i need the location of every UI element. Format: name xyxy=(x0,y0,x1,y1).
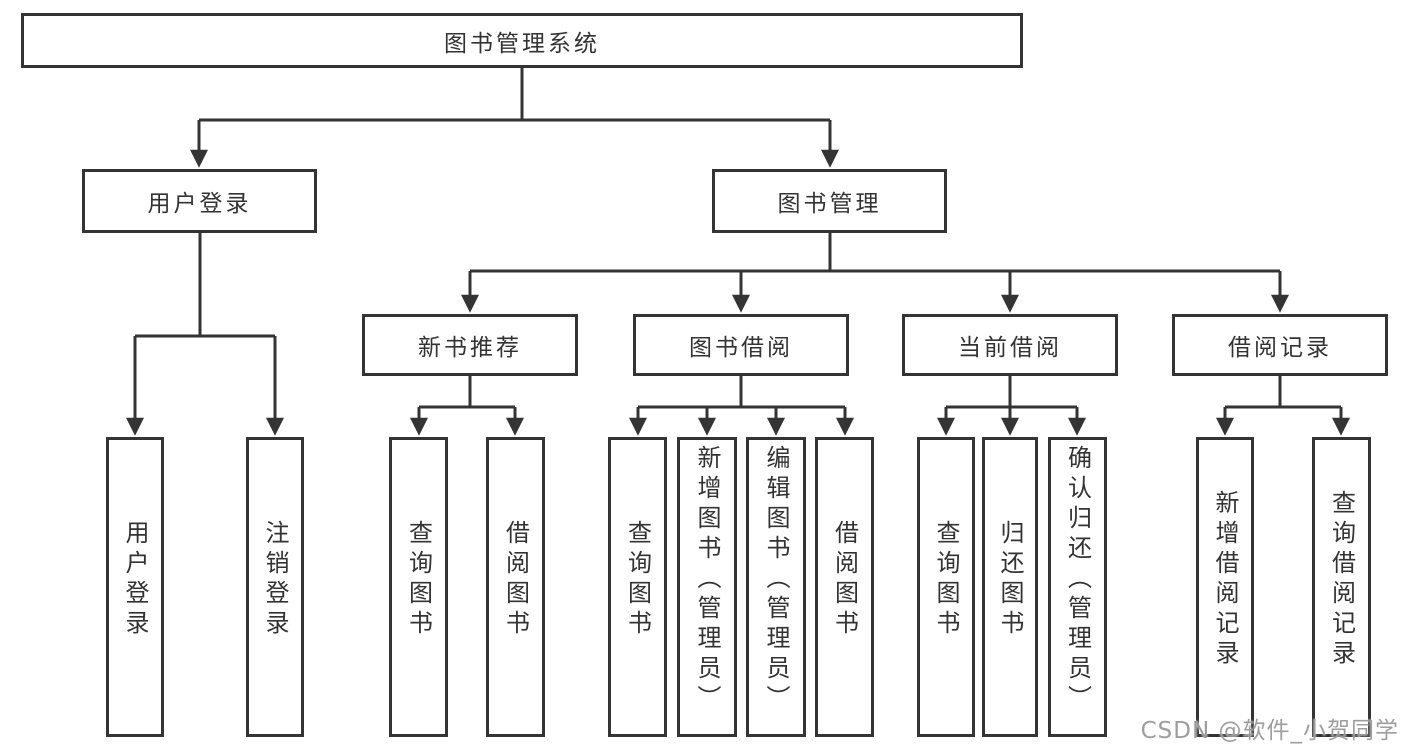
leaf-br-query-record-label: 查询借阅记录 xyxy=(1327,490,1356,670)
node-current-borrowing: 当前借阅 xyxy=(902,314,1118,376)
leaf-bb-borrow-books-label: 借阅图书 xyxy=(830,520,859,640)
node-root-system: 图书管理系统 xyxy=(21,13,1023,68)
leaf-nb-query-books: 查询图书 xyxy=(389,437,448,737)
leaf-cb-return-books-label: 归还图书 xyxy=(996,520,1024,640)
connector-new-book-trunk xyxy=(419,376,515,409)
leaf-user-login: 用户登录 xyxy=(106,437,164,737)
node-user-login: 用户登录 xyxy=(82,169,317,233)
leaf-cb-confirm-return-admin: 确认归还（管理员） xyxy=(1048,437,1107,737)
leaf-user-login-label: 用户登录 xyxy=(121,520,149,640)
leaf-br-add-record-label: 新增借阅记录 xyxy=(1211,490,1239,670)
leaf-bb-edit-books-admin-label: 编辑图书（管理员） xyxy=(762,445,790,715)
connector-book-mgmt-trunk xyxy=(470,233,1280,273)
leaf-cb-query-books-label: 查询图书 xyxy=(932,520,960,640)
leaf-cb-confirm-return-admin-label: 确认归还（管理员） xyxy=(1063,445,1092,715)
leaf-cb-return-books: 归还图书 xyxy=(982,437,1038,737)
node-book-management: 图书管理 xyxy=(712,169,947,233)
connector-current-borrow-trunk xyxy=(946,376,1077,409)
leaf-cb-query-books: 查询图书 xyxy=(917,437,975,737)
node-new-book-recommend: 新书推荐 xyxy=(362,314,578,376)
leaf-bb-query-books-label: 查询图书 xyxy=(623,520,652,640)
leaf-nb-query-books-label: 查询图书 xyxy=(404,520,433,640)
leaf-br-query-record: 查询借阅记录 xyxy=(1312,437,1371,737)
connector-user-login-trunk xyxy=(135,233,275,338)
node-borrowing-records: 借阅记录 xyxy=(1172,314,1388,376)
leaf-logout-label: 注销登录 xyxy=(261,520,289,640)
leaf-bb-edit-books-admin: 编辑图书（管理员） xyxy=(746,437,806,737)
csdn-watermark: CSDN @软件_小贺同学 xyxy=(1140,718,1399,744)
connector-book-borrow-trunk xyxy=(638,376,845,409)
leaf-nb-borrow-books-label: 借阅图书 xyxy=(501,520,530,640)
leaf-bb-query-books: 查询图书 xyxy=(608,437,667,737)
leaf-bb-add-books-admin-label: 新增图书（管理员） xyxy=(693,445,721,715)
leaf-br-add-record: 新增借阅记录 xyxy=(1196,437,1254,737)
node-book-borrowing: 图书借阅 xyxy=(633,314,849,376)
leaf-logout: 注销登录 xyxy=(246,437,304,737)
leaf-nb-borrow-books: 借阅图书 xyxy=(486,437,545,737)
connector-borrow-records-trunk xyxy=(1225,376,1341,409)
connector-root-trunk xyxy=(199,68,830,122)
leaf-bb-borrow-books: 借阅图书 xyxy=(815,437,874,737)
leaf-bb-add-books-admin: 新增图书（管理员） xyxy=(677,437,737,737)
